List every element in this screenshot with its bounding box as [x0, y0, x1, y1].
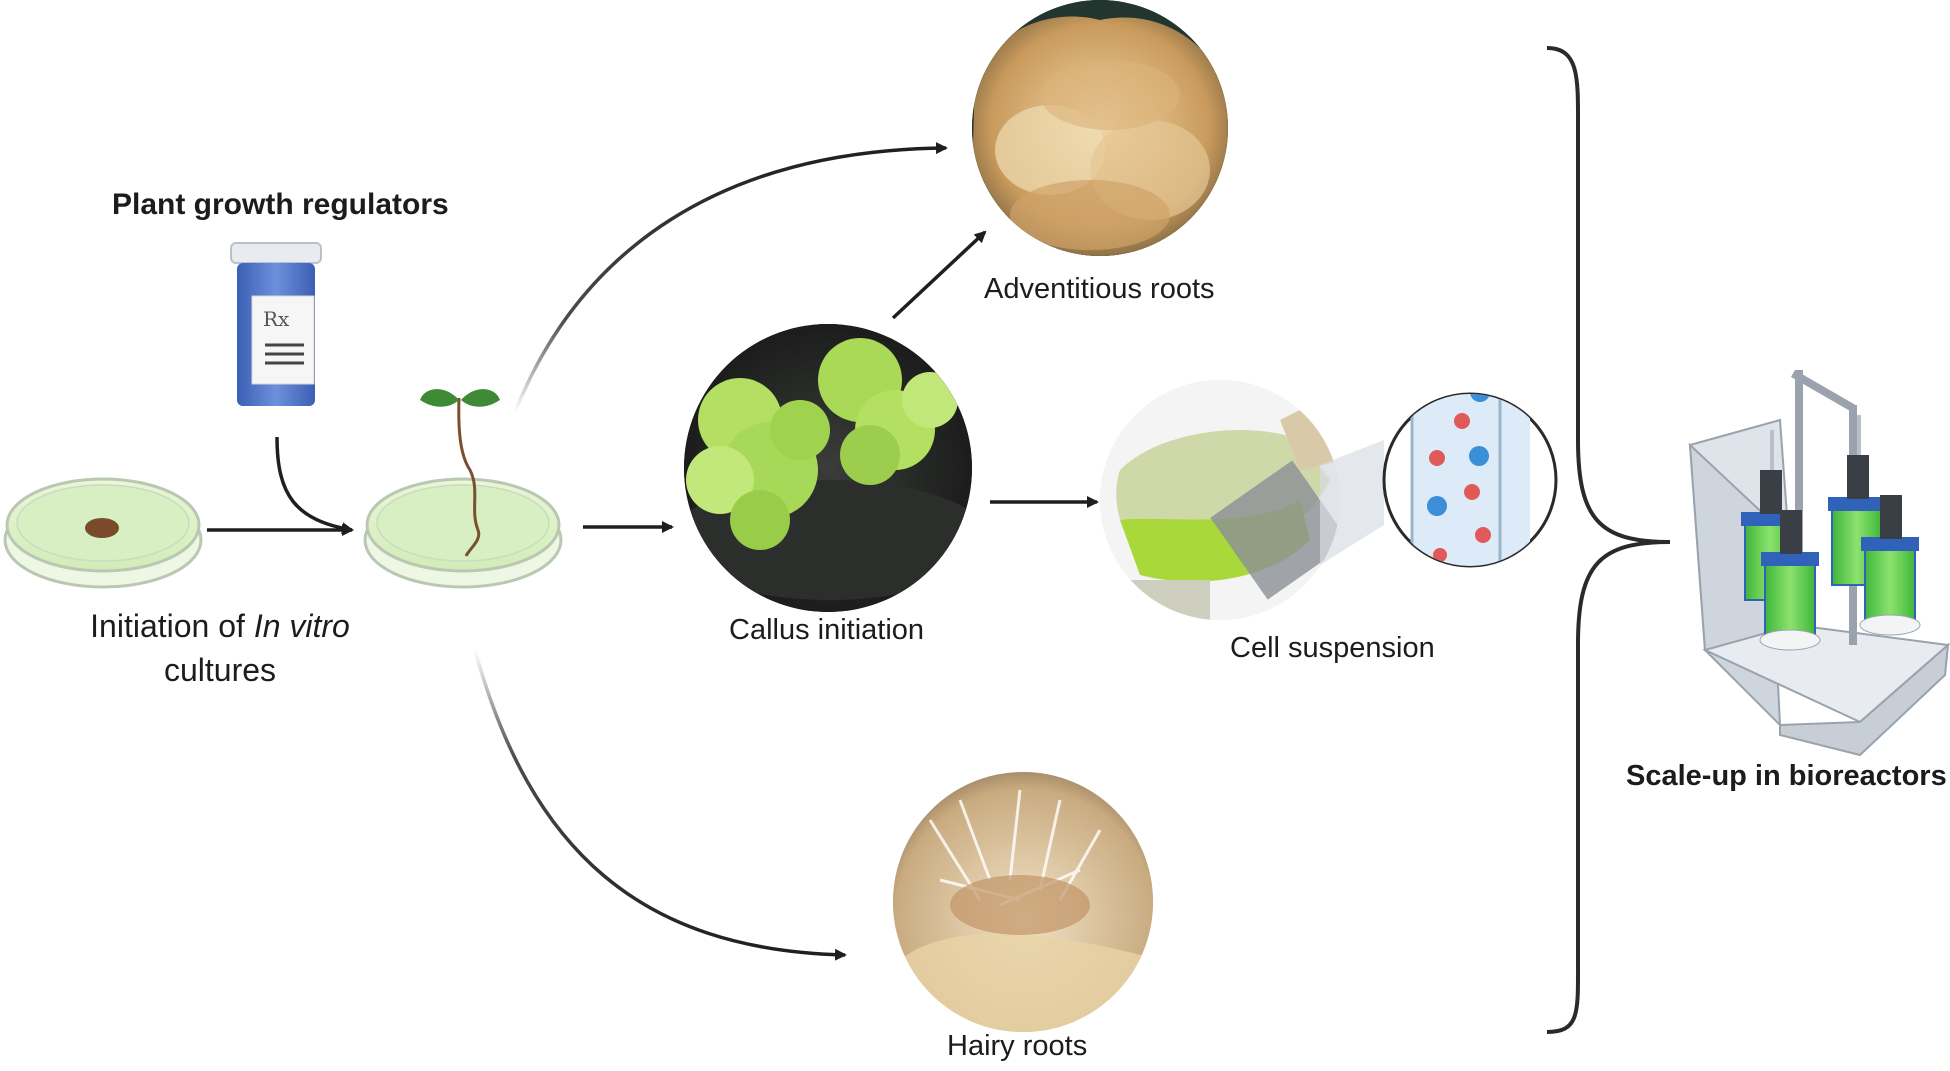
cell-icon [1454, 413, 1470, 429]
cell-zoom-inset [1382, 392, 1558, 568]
cell-icon [1423, 394, 1441, 397]
vessel-4 [1859, 495, 1921, 636]
cell-icon [1469, 446, 1489, 466]
initiation-prefix: Initiation of [90, 608, 254, 644]
vessel-3 [1759, 510, 1821, 651]
callus-photo [684, 324, 972, 612]
cell-suspension-flask-photo [1100, 380, 1384, 620]
plant-growth-regulators-label: Plant growth regulators [112, 188, 449, 221]
arrow-callus-to-adventitious-roots [891, 230, 987, 320]
cell-icon [1433, 548, 1447, 562]
seedling-icon [420, 389, 500, 557]
arrow-seedling-to-adventitious-roots [513, 142, 948, 413]
initiation-suffix: cultures [163, 652, 277, 688]
cell-icon [1464, 484, 1480, 500]
hairy-roots-label: Hairy roots [947, 1030, 1088, 1062]
petri-dish-seed [3, 477, 203, 589]
cell-icon [1475, 527, 1491, 543]
petri-dish-seedling [363, 389, 563, 589]
bioreactor-icon [1688, 369, 1950, 757]
arrow-seedling-to-hairy-roots [473, 649, 847, 961]
cell-icon [1470, 394, 1490, 402]
rx-symbol: Rx [263, 307, 290, 331]
initiation-label: Initiation of In vitro cultures [40, 604, 400, 692]
arrow-pgr-to-seedling [275, 436, 354, 535]
seed-icon [85, 518, 119, 538]
cell-icon [1427, 496, 1447, 516]
cell-icon [1429, 450, 1445, 466]
callus-initiation-label: Callus initiation [729, 614, 925, 646]
cell-suspension-label: Cell suspension [1230, 632, 1435, 664]
adventitious-roots-photo [972, 0, 1228, 256]
scale-up-label: Scale-up in bioreactors [1626, 760, 1947, 792]
pgr-bottle-icon: Rx [230, 242, 322, 406]
adventitious-roots-label: Adventitious roots [984, 273, 1215, 305]
hairy-roots-photo [893, 772, 1153, 1032]
initiation-italic: In vitro [253, 608, 350, 644]
curly-brace [1546, 46, 1671, 1034]
